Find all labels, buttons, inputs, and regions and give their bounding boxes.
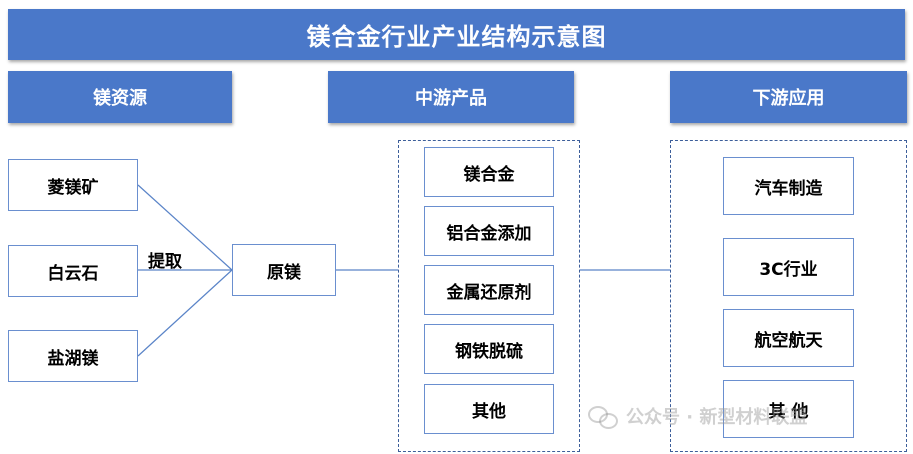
source-box: 盐湖镁 <box>8 330 138 382</box>
process-label: 提取 <box>148 252 182 272</box>
wechat-icon <box>588 404 618 429</box>
midstream-item: 钢铁脱硫 <box>424 324 554 374</box>
midstream-group <box>398 140 580 452</box>
midstream-item: 金属还原剂 <box>424 265 554 315</box>
source-box: 菱镁矿 <box>8 159 138 211</box>
downstream-item: 其 他 <box>723 380 854 438</box>
primary-magnesium-box: 原镁 <box>232 244 336 296</box>
column-header-midstream: 中游产品 <box>328 71 574 123</box>
link-salt-lake-to-primary <box>137 269 233 357</box>
midstream-item: 其他 <box>424 384 554 434</box>
diagram-title: 镁合金行业产业结构示意图 <box>8 9 905 60</box>
link-magnesite-to-primary <box>137 184 233 271</box>
watermark: 公众号 · 新型材料联盟 <box>588 398 888 434</box>
source-box: 白云石 <box>8 245 138 297</box>
downstream-item: 3C行业 <box>723 238 854 296</box>
midstream-item: 镁合金 <box>424 147 554 197</box>
downstream-item: 航空航天 <box>723 309 854 367</box>
watermark-text: 公众号 · 新型材料联盟 <box>626 407 808 428</box>
downstream-item: 汽车制造 <box>723 157 854 215</box>
column-header-source: 镁资源 <box>8 71 232 123</box>
column-header-downstream: 下游应用 <box>670 71 907 123</box>
downstream-group <box>670 140 907 452</box>
midstream-item: 铝合金添加 <box>424 206 554 256</box>
